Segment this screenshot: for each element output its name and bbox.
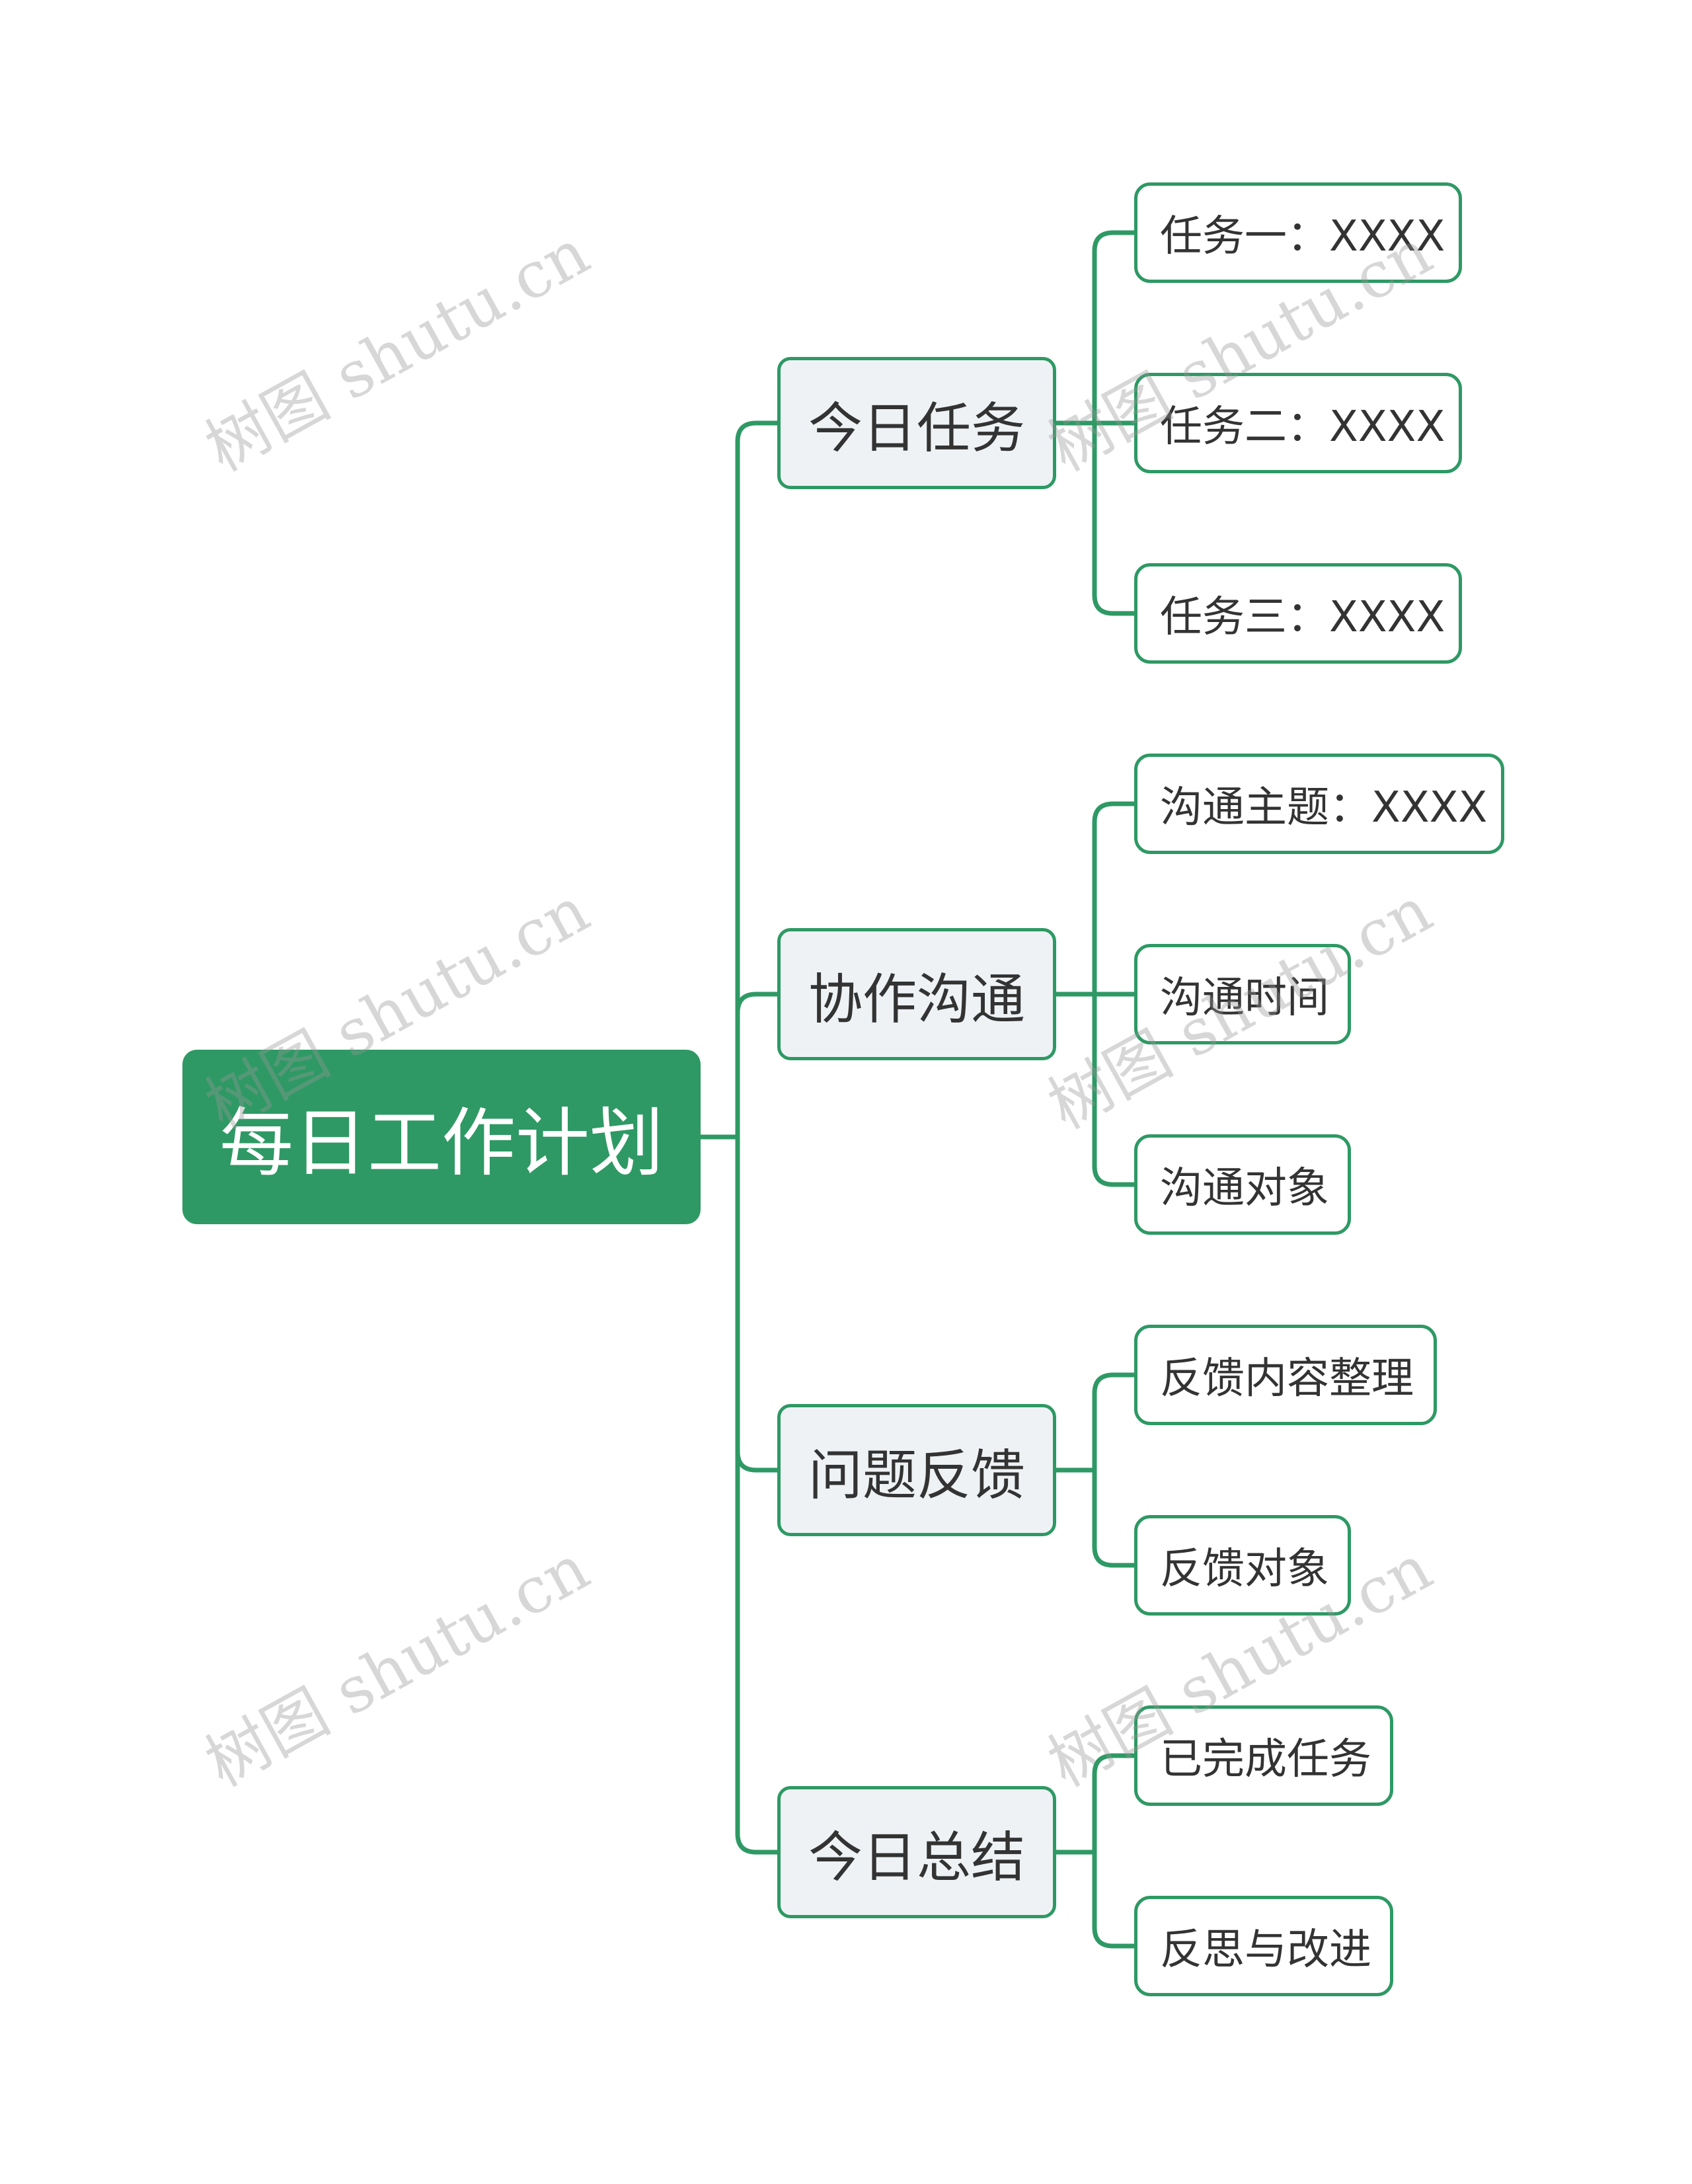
leaf-node-task-2[interactable]: 任务二：XXXX — [1134, 373, 1462, 473]
leaf-node-task-1[interactable]: 任务一：XXXX — [1134, 182, 1462, 283]
feedback-connector-line — [1092, 1467, 1137, 1568]
root-connector-line — [735, 1134, 780, 1855]
leaf-node-completed-tasks[interactable]: 已完成任务 — [1134, 1705, 1393, 1806]
leaf-node-feedback-content[interactable]: 反馈内容整理 — [1134, 1325, 1437, 1425]
leaf-node-comm-time[interactable]: 沟通时间 — [1134, 944, 1351, 1044]
leaf-node-reflection[interactable]: 反思与改进 — [1134, 1896, 1393, 1996]
root-node[interactable]: 每日工作计划 — [182, 1050, 701, 1224]
branch-node-today-tasks[interactable]: 今日任务 — [777, 357, 1056, 489]
root-connector-line — [735, 420, 780, 1140]
feedback-connector-line — [1092, 1372, 1137, 1473]
root-connector-line — [735, 1134, 780, 1473]
leaf-node-comm-target[interactable]: 沟通对象 — [1134, 1134, 1351, 1235]
tasks-connector-line — [1092, 230, 1137, 426]
branch-node-collaboration[interactable]: 协作沟通 — [777, 928, 1056, 1060]
tasks-connector-line — [1092, 420, 1137, 616]
leaf-node-feedback-target[interactable]: 反馈对象 — [1134, 1515, 1351, 1616]
root-connector-line — [735, 992, 780, 1140]
branch-node-summary[interactable]: 今日总结 — [777, 1786, 1056, 1918]
branch-node-feedback[interactable]: 问题反馈 — [777, 1404, 1056, 1536]
summary-connector-line — [1092, 1850, 1137, 1949]
leaf-node-comm-topic[interactable]: 沟通主题：XXXX — [1134, 754, 1504, 854]
leaf-node-task-3[interactable]: 任务三：XXXX — [1134, 563, 1462, 664]
summary-connector-line — [1092, 1753, 1137, 1855]
comm-connector-line — [1092, 801, 1137, 997]
comm-connector-line — [1092, 992, 1137, 1187]
